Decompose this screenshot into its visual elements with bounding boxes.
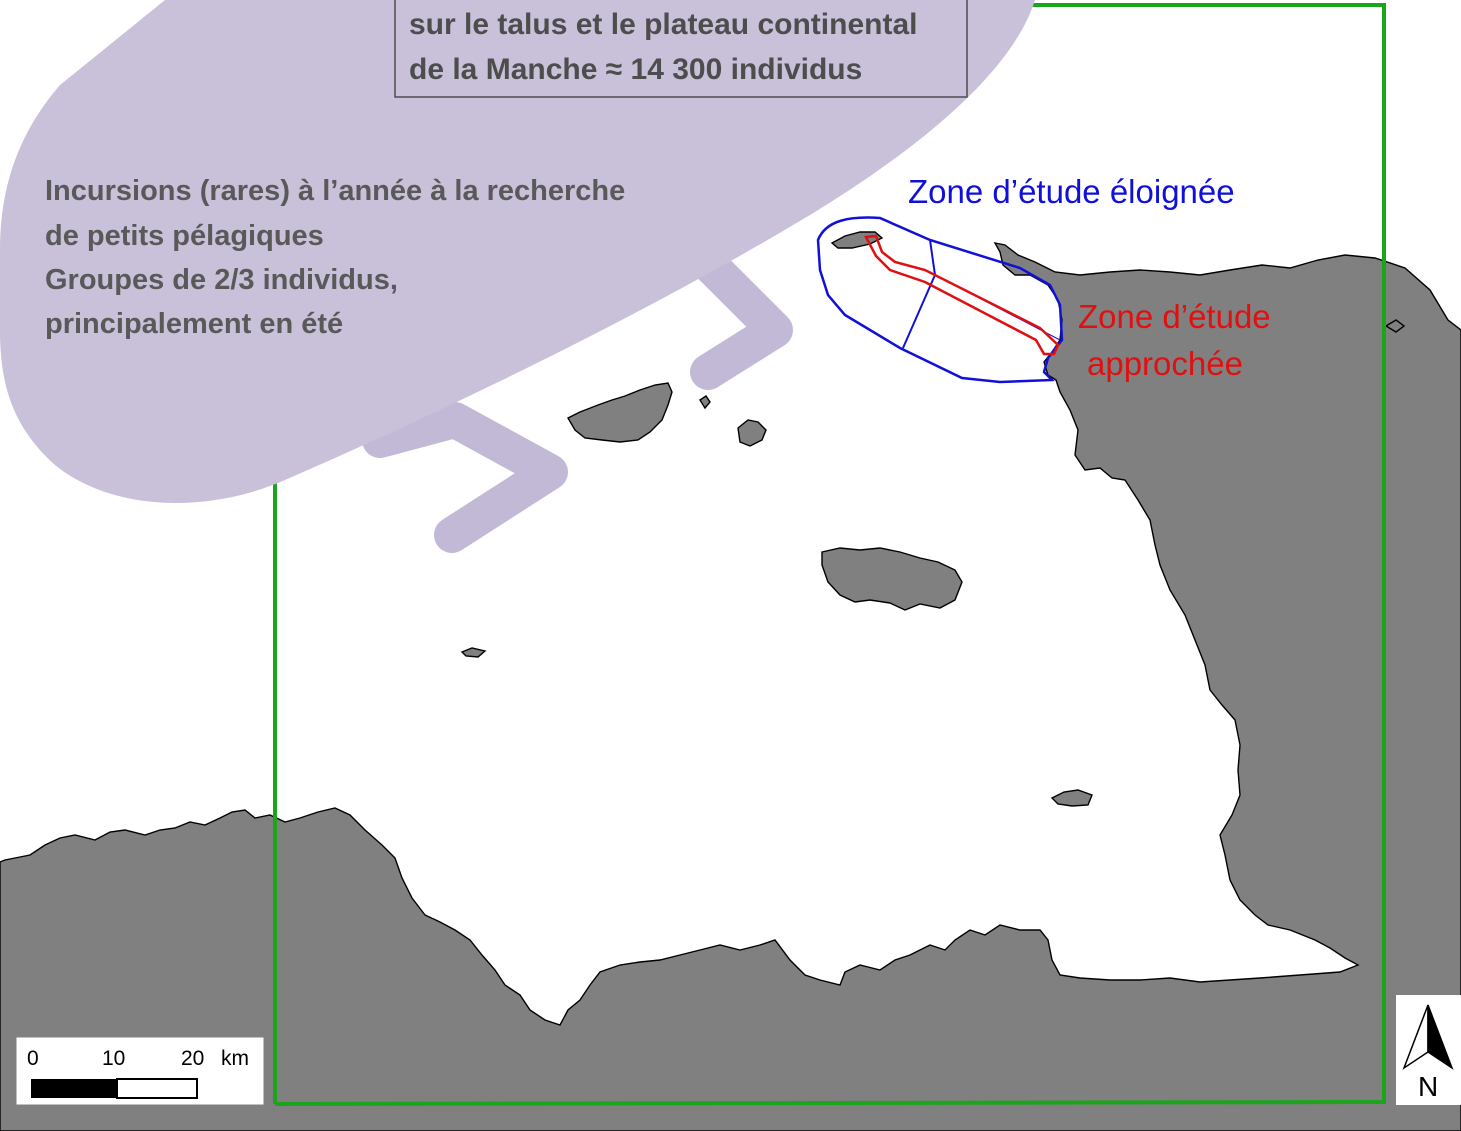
near-zone-label-line2: approchée xyxy=(1087,345,1243,382)
incursions-line4: principalement en été xyxy=(45,308,343,340)
near-zone-label-line1: Zone d’étude xyxy=(1078,298,1271,335)
purple-bubble xyxy=(0,0,1035,503)
population-box-line1: sur le talus et le plateau continental xyxy=(409,8,917,41)
scale-segment-white xyxy=(116,1078,198,1099)
islet-herm xyxy=(699,395,711,410)
island-alderney xyxy=(830,231,884,249)
scale-tick-10: 10 xyxy=(102,1047,125,1070)
scale-unit: km xyxy=(221,1047,249,1070)
purple-annotation xyxy=(0,0,1035,553)
incursions-note: Incursions (rares) à l’année à la recher… xyxy=(45,175,625,340)
north-label: N xyxy=(1418,1071,1438,1102)
scale-segment-black xyxy=(31,1079,117,1098)
population-box-line2: de la Manche ≈ 14 300 individus xyxy=(409,53,862,86)
north-arrow-icon xyxy=(1402,1004,1454,1070)
scale-tick-0: 0 xyxy=(27,1047,39,1070)
scale-tick-20: 20 xyxy=(181,1047,204,1070)
north-arrow: N xyxy=(1396,995,1461,1105)
purple-arrow-lower xyxy=(362,402,568,553)
population-box: sur le talus et le plateau continental d… xyxy=(394,0,968,98)
island-jersey xyxy=(821,547,963,611)
incursions-line1: Incursions (rares) à l’année à la recher… xyxy=(45,175,625,207)
island-sark xyxy=(737,419,767,447)
land-layer xyxy=(0,231,1461,1131)
islets-minquiers xyxy=(460,647,487,658)
island-guernsey xyxy=(567,382,673,443)
far-zone-outline xyxy=(816,216,1064,384)
incursions-line3: Groupes de 2/3 individus, xyxy=(45,264,398,296)
islets-chausey xyxy=(1050,789,1093,807)
study-zones: Zone d’étude éloignée Zone d’étude appro… xyxy=(816,173,1271,384)
incursions-line2: de petits pélagiques xyxy=(45,220,324,252)
far-zone-label: Zone d’étude éloignée xyxy=(908,173,1235,210)
extent-frame xyxy=(274,3,1386,1106)
near-zone-outline xyxy=(864,234,1060,356)
scale-bar: 0 10 20 km xyxy=(15,1036,265,1106)
population-box-frame xyxy=(394,0,968,98)
far-zone-divider-1 xyxy=(902,239,937,349)
islet-northeast xyxy=(1384,319,1406,333)
